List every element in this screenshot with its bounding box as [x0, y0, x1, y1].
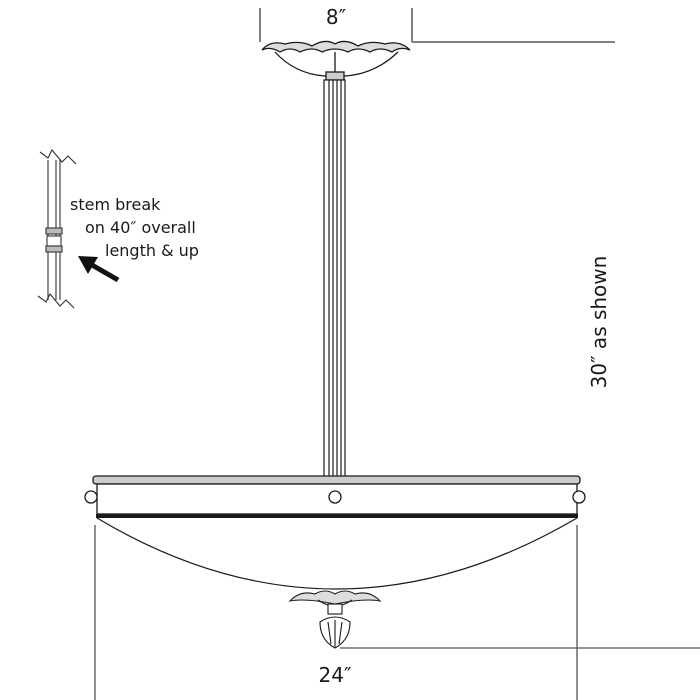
overall-height-label: 30″ as shown	[587, 256, 611, 389]
arrow-icon	[78, 256, 120, 283]
canopy	[261, 40, 411, 81]
shade-width-label: 24″	[319, 663, 352, 687]
shade-band	[84, 475, 586, 518]
canopy-dimension	[259, 8, 615, 43]
stem-break-line3: length & up	[105, 241, 199, 260]
canopy-width-label: 8″	[326, 5, 346, 29]
shade-dimension	[94, 525, 700, 700]
stem-break-line2: on 40″ overall	[85, 218, 196, 237]
glass-bowl	[96, 517, 578, 590]
stem-break-detail	[37, 149, 77, 309]
stem-break-line1: stem break	[70, 195, 161, 214]
stem	[323, 79, 346, 478]
finial	[288, 590, 382, 649]
